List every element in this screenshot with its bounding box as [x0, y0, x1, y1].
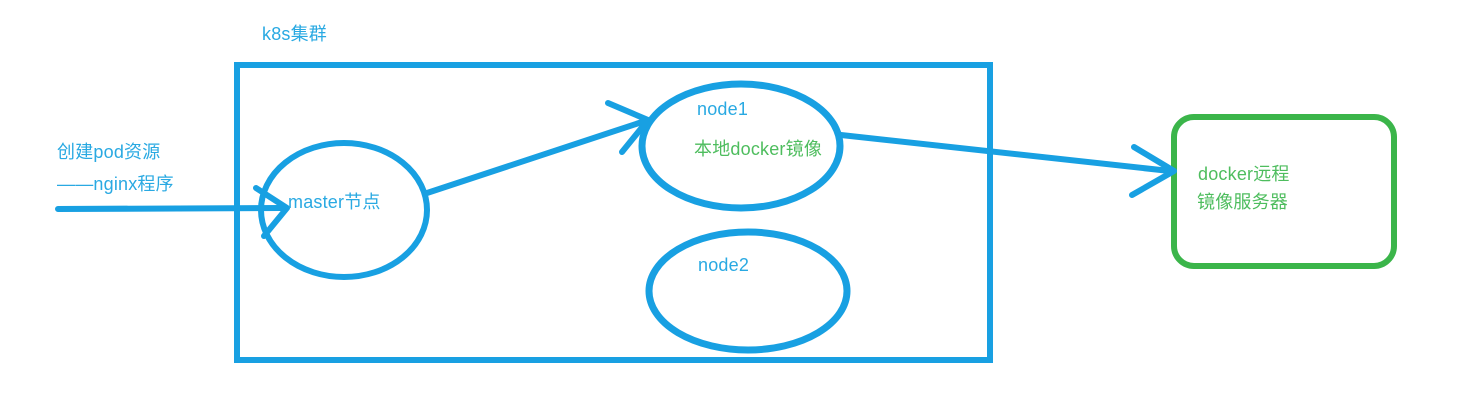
input-annotation-line1: 创建pod资源	[57, 142, 161, 162]
input-annotation-line2: ——nginx程序	[57, 174, 174, 194]
k8s-cluster-box	[234, 62, 993, 363]
arrow-master-to-node1	[424, 100, 651, 196]
node2-label: node2	[698, 255, 750, 275]
docker-registry-box	[1171, 114, 1397, 269]
arrow-node1-to-registry	[838, 132, 1177, 198]
arrow-node1-registry-head-icon	[1129, 144, 1177, 198]
registry-label-line1: docker远程	[1198, 164, 1290, 184]
arrow-create-pod-to-master	[55, 185, 290, 239]
node2-ellipse	[645, 228, 851, 354]
master-node-label: master节点	[288, 192, 381, 212]
cluster-title: k8s集群	[262, 24, 328, 44]
node1-local-image-label: 本地docker镜像	[694, 139, 823, 159]
node1-label: node1	[697, 99, 749, 119]
arrow-master-node1-head-icon	[605, 100, 651, 155]
node1-ellipse	[638, 80, 844, 212]
arrow-master-node1-shaft	[424, 118, 648, 196]
arrow-node1-registry-shaft	[838, 132, 1173, 174]
arrow-create-pod-shaft	[55, 205, 285, 212]
registry-label-line2: 镜像服务器	[1197, 192, 1288, 212]
arrow-create-pod-head-icon	[253, 185, 290, 239]
